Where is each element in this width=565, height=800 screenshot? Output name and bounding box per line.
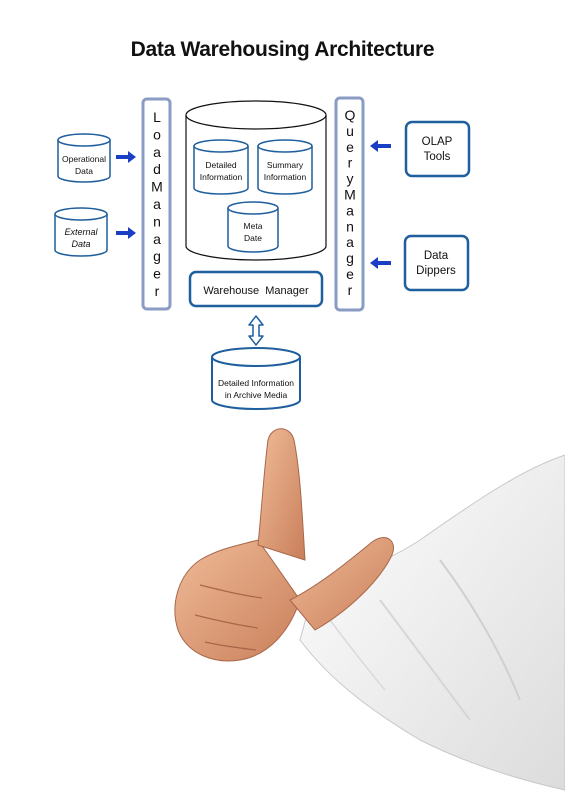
double-arrow-archive <box>248 315 264 346</box>
query-manager-letter: e <box>346 266 354 282</box>
load-manager-letter: r <box>155 283 160 299</box>
data-dippers-box: Data Dippers <box>403 234 470 292</box>
query-manager-letter: n <box>346 218 354 234</box>
query-manager-letter: u <box>346 123 354 139</box>
query-manager-letter: Q <box>345 107 356 123</box>
summary-information-cylinder: Summary Information <box>257 139 313 195</box>
warehouse-manager-box: Warehouse Manager <box>188 270 324 308</box>
query-manager-letter: r <box>348 282 353 298</box>
arrow-operational-to-load <box>116 151 136 163</box>
load-manager-letter: n <box>153 213 161 229</box>
load-manager-letter: d <box>153 161 161 177</box>
query-manager-letter: g <box>346 250 354 266</box>
operational-label-2: Data <box>75 166 93 176</box>
detailed-label-2: Information <box>200 172 243 182</box>
load-manager-letter: g <box>153 248 161 264</box>
archive-label-2: in Archive Media <box>225 390 288 400</box>
summary-label-1: Summary <box>267 160 304 170</box>
arrow-dippers-to-query <box>370 257 391 269</box>
warehouse-manager-label: Warehouse Manager <box>203 285 309 297</box>
query-manager-letter: y <box>347 171 354 187</box>
load-manager-letter: a <box>153 231 161 247</box>
load-manager-letter: a <box>153 196 161 212</box>
query-manager-letter: a <box>346 202 354 218</box>
dippers-label-2: Dippers <box>416 265 456 277</box>
olap-label-1: OLAP <box>422 136 453 148</box>
query-manager-letter: r <box>348 155 353 171</box>
query-manager-letter: e <box>346 139 354 155</box>
meta-label-2: Date <box>244 233 262 243</box>
archive-label-1: Detailed Information <box>218 378 294 388</box>
external-label-2: Data <box>71 239 90 249</box>
dippers-label-1: Data <box>424 250 449 262</box>
load-manager-letter: L <box>153 109 161 125</box>
meta-date-cylinder: Meta Date <box>227 201 279 253</box>
archive-media-cylinder: Detailed Information in Archive Media <box>211 347 301 410</box>
query-manager-letter: a <box>346 234 354 250</box>
query-manager-letter: M <box>344 187 356 203</box>
olap-label-2: Tools <box>424 151 451 163</box>
arrow-olap-to-query <box>370 140 391 152</box>
detailed-label-1: Detailed <box>205 160 236 170</box>
external-data-cylinder: External Data <box>54 207 108 257</box>
operational-label-1: Operational <box>62 154 106 164</box>
arrow-external-to-load <box>116 227 136 239</box>
load-manager-letter: M <box>151 179 163 195</box>
load-manager-letter: o <box>153 126 161 142</box>
load-manager-letter: e <box>153 266 161 282</box>
detailed-information-cylinder: Detailed Information <box>193 139 249 195</box>
olap-tools-box: OLAP Tools <box>404 120 471 178</box>
operational-data-cylinder: Operational Data <box>57 133 111 183</box>
diagram-title: Data Warehousing Architecture <box>130 38 435 61</box>
pointing-hand-illustration <box>174 428 565 791</box>
load-manager-letter: a <box>153 144 161 160</box>
meta-label-1: Meta <box>244 221 263 231</box>
external-label-1: External <box>64 227 98 237</box>
summary-label-2: Information <box>264 172 307 182</box>
